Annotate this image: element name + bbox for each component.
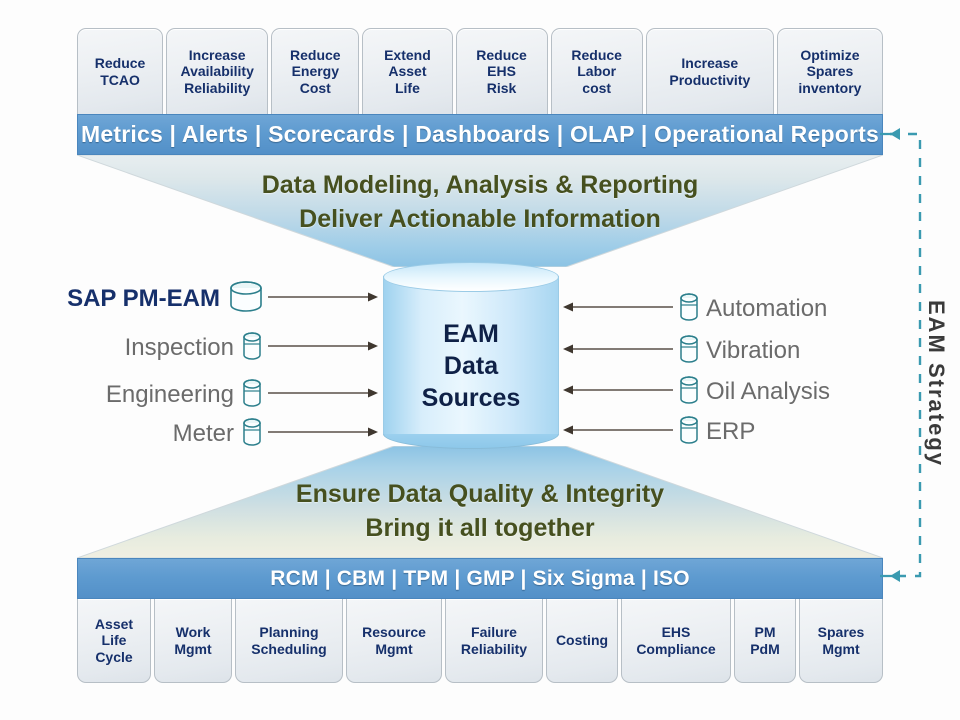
analytics-band[interactable]: Metrics | Alerts | Scorecards | Dashboar… (77, 114, 883, 155)
capability-box[interactable]: Planning Scheduling (235, 599, 343, 683)
benefit-box[interactable]: Increase Productivity (645, 28, 774, 114)
flow-arrow-icon (268, 339, 378, 357)
benefit-box-label: Reduce Energy Cost (290, 46, 341, 96)
benefit-box[interactable]: Reduce Energy Cost (271, 28, 360, 114)
source-label: Oil Analysis (706, 378, 831, 405)
capability-box-label: Asset Life Cycle (94, 615, 134, 665)
database-cylinder-icon (228, 279, 264, 320)
database-cylinder-icon (679, 334, 699, 369)
flow-arrow-icon (563, 383, 673, 401)
benefit-box-label: Reduce Labor cost (571, 46, 622, 96)
capability-box-label: Costing (555, 632, 609, 649)
benefit-box[interactable]: Reduce Labor cost (550, 28, 643, 114)
source-row-automation[interactable]: Automation (563, 292, 827, 326)
capability-box-label: Work Mgmt (174, 623, 212, 657)
capability-box[interactable]: Resource Mgmt (346, 599, 442, 683)
eam-strategy-label: EAM Strategy (923, 300, 949, 500)
capability-box[interactable]: Failure Reliability (445, 599, 543, 683)
eam-strategy-text: EAM Strategy (924, 300, 949, 468)
flow-arrow-icon (563, 342, 673, 360)
source-row-sap-pm-eam[interactable]: SAP PM-EAM (67, 280, 378, 316)
benefit-box[interactable]: Optimize Spares inventory (776, 28, 883, 114)
source-row-erp[interactable]: ERP (563, 415, 755, 449)
capability-box-label: Planning Scheduling (251, 623, 327, 657)
source-label: Engineering (105, 381, 234, 408)
capability-box[interactable]: Asset Life Cycle (77, 599, 151, 683)
source-label: Meter (172, 420, 234, 447)
capability-box[interactable]: Spares Mgmt (799, 599, 883, 683)
database-cylinder-icon (679, 375, 699, 410)
flow-arrow-icon (268, 290, 378, 308)
eam-strategy-bracket (880, 128, 922, 582)
cylinder-body (383, 276, 559, 434)
methodology-band[interactable]: RCM | CBM | TPM | GMP | Six Sigma | ISO (77, 558, 883, 599)
flow-arrow-icon (268, 386, 378, 404)
source-row-vibration[interactable]: Vibration (563, 334, 800, 368)
capability-box[interactable]: Work Mgmt (154, 599, 232, 683)
cylinder-label-line1: EAM (443, 320, 499, 348)
database-cylinder-icon (242, 417, 262, 452)
cylinder-label-line3: Sources (421, 384, 521, 412)
lower-funnel-shape: Ensure Data Quality & Integrity Bring it… (77, 446, 883, 558)
cylinder-label-line2: Data (443, 352, 499, 380)
analytics-band-label: Metrics | Alerts | Scorecards | Dashboar… (81, 121, 879, 147)
benefit-box[interactable]: Extend Asset Life (362, 28, 453, 114)
source-label: Vibration (706, 337, 801, 364)
methodology-band-label: RCM | CBM | TPM | GMP | Six Sigma | ISO (270, 566, 690, 590)
flow-arrow-icon (563, 300, 673, 318)
capability-box[interactable]: EHS Compliance (621, 599, 731, 683)
source-label: Inspection (124, 334, 234, 361)
capability-box-label: EHS Compliance (636, 623, 716, 657)
capability-box-label: Resource Mgmt (362, 623, 426, 657)
database-cylinder-icon (679, 415, 699, 450)
database-cylinder-icon (679, 292, 699, 327)
capability-box-label: Failure Reliability (460, 623, 528, 657)
capability-box[interactable]: PM PdM (734, 599, 796, 683)
capability-box-label: Spares Mgmt (817, 623, 865, 657)
benefit-box-label: Reduce EHS Risk (476, 46, 527, 96)
capability-box[interactable]: Costing (546, 599, 618, 683)
upper-funnel-shape: Data Modeling, Analysis & Reporting Deli… (77, 155, 883, 267)
cylinder-label: EAM Data Sources (383, 318, 559, 414)
bottom-capability-box-row: Asset Life Cycle Work Mgmt Planning Sche… (77, 599, 883, 683)
capability-box-label: PM PdM (750, 623, 780, 657)
benefit-box-label: Optimize Spares inventory (798, 46, 862, 96)
benefit-box[interactable]: Reduce TCAO (77, 28, 164, 114)
benefit-box-label: Increase Availability Reliability (180, 46, 254, 96)
source-row-meter[interactable]: Meter (88, 417, 378, 451)
top-benefit-box-row: Reduce TCAO Increase Availability Reliab… (77, 28, 883, 114)
database-cylinder-icon (242, 331, 262, 366)
source-label: ERP (706, 418, 756, 445)
source-row-oil-analysis[interactable]: Oil Analysis (563, 375, 830, 409)
benefit-box-label: Extend Asset Life (384, 46, 431, 96)
source-row-inspection[interactable]: Inspection (88, 331, 378, 365)
flow-arrow-icon (268, 425, 378, 443)
database-cylinder-icon (242, 378, 262, 413)
source-label: Automation (706, 295, 828, 322)
benefit-box-label: Reduce TCAO (94, 54, 146, 88)
benefit-box[interactable]: Increase Availability Reliability (166, 28, 269, 114)
benefit-box[interactable]: Reduce EHS Risk (455, 28, 548, 114)
cylinder-top-ellipse (383, 262, 559, 292)
eam-data-sources-cylinder[interactable]: EAM Data Sources (383, 262, 559, 449)
source-label: SAP PM-EAM (67, 285, 220, 312)
flow-arrow-icon (563, 423, 673, 441)
benefit-box-label: Increase Productivity (669, 54, 751, 88)
source-row-engineering[interactable]: Engineering (88, 378, 378, 412)
